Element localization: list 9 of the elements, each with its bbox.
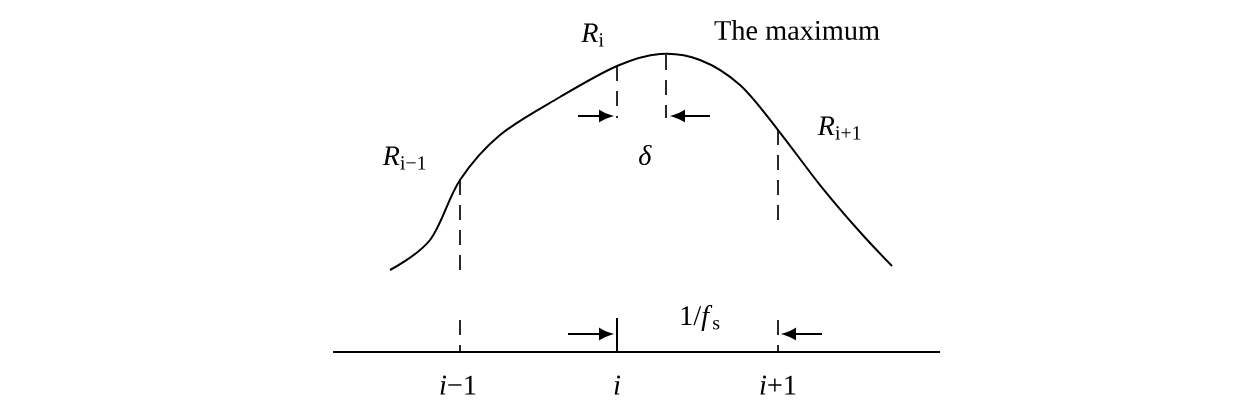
- tick-label: i−1: [440, 375, 476, 395]
- tick-label: i: [614, 375, 621, 395]
- peak-label: The maximum: [714, 20, 880, 40]
- interval-label: δ: [639, 145, 652, 166]
- point-label: R$_{i−1}$: [382, 146, 426, 170]
- point-label: R$_{i}$: [581, 23, 604, 47]
- point-label: R$_{i+1}$: [817, 116, 861, 140]
- interval-label: 1/f$_{s}$: [681, 305, 720, 331]
- tick-label: i+1: [760, 375, 796, 395]
